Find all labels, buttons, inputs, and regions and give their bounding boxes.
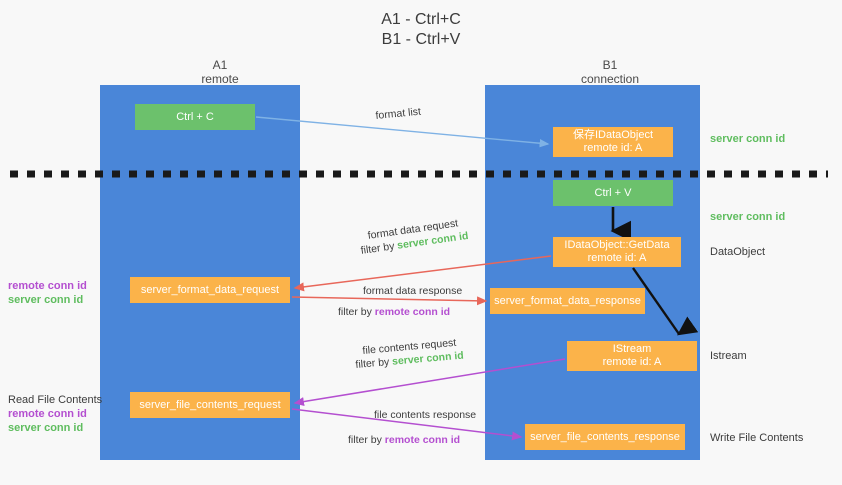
flow-label-format-data-response-filter: filter by remote conn id (338, 306, 450, 319)
column-header-b1: B1 connection (510, 58, 710, 86)
label-group-format-conn-ids: remote conn id server conn id (8, 279, 87, 307)
flow-fcresp-filter-value: remote conn id (384, 434, 461, 446)
flow-fcresp-filter-prefix: filter by (348, 434, 385, 446)
column-b1-role: connection (580, 72, 640, 86)
node-ctrl-c-label: Ctrl + C (176, 110, 214, 123)
column-b1-name: B1 (602, 58, 618, 72)
column-a1-role: remote (201, 72, 239, 86)
node-server-format-data-request[interactable]: server_format_data_request (130, 277, 290, 303)
flow-fdreq-filter-prefix: filter by (360, 239, 399, 257)
flow-fcreq-filter-prefix: filter by (355, 355, 393, 371)
label-dataobject: DataObject (710, 246, 766, 258)
label-server-conn-id-2: server conn id (8, 422, 84, 434)
node-save-idataobject-line2: remote id: A (583, 142, 643, 154)
title-line-1: A1 - Ctrl+C (381, 11, 461, 28)
node-server-file-contents-response-label: server_file_contents_response (530, 430, 680, 443)
column-header-a1: A1 remote (120, 58, 320, 86)
label-remote-conn-id-1: remote conn id (8, 280, 87, 292)
label-group-file-conn-ids: Read File Contents remote conn id server… (8, 393, 102, 435)
node-save-idataobject[interactable]: 保存IDataObject remote id: A (553, 127, 673, 157)
flow-label-format-data-response: format data response (363, 285, 463, 297)
flow-label-file-contents-response: file contents response (374, 409, 477, 421)
diagram-title: A1 - Ctrl+C B1 - Ctrl+V (0, 10, 842, 50)
node-istream-line2: remote id: A (602, 356, 662, 368)
label-server-conn-id-mid: server conn id (710, 211, 786, 223)
label-read-file-contents: Read File Contents (8, 394, 103, 406)
node-getdata-line1: IDataObject::GetData (564, 239, 670, 251)
node-getdata-line2: remote id: A (587, 252, 647, 264)
node-server-format-data-request-label: server_format_data_request (140, 283, 280, 296)
node-istream-line1: IStream (612, 343, 652, 355)
flow-label-format-list: format list (375, 105, 422, 122)
node-server-file-contents-request-label: server_file_contents_request (139, 398, 281, 411)
label-remote-conn-id-2: remote conn id (8, 408, 87, 420)
node-server-file-contents-request[interactable]: server_file_contents_request (130, 392, 290, 418)
node-save-idataobject-line1: 保存IDataObject (572, 129, 654, 141)
flow-fdresp-filter-prefix: filter by (338, 306, 375, 318)
node-ctrl-v[interactable]: Ctrl + V (553, 180, 673, 206)
node-server-format-data-response[interactable]: server_format_data_response (490, 288, 645, 314)
label-server-conn-id-1: server conn id (8, 294, 84, 306)
node-idataobject-getdata[interactable]: IDataObject::GetData remote id: A (553, 237, 681, 267)
node-istream[interactable]: IStream remote id: A (567, 341, 697, 371)
label-write-file-contents: Write File Contents (710, 432, 804, 444)
label-server-conn-id-top: server conn id (710, 133, 786, 145)
node-server-format-data-response-label: server_format_data_response (494, 294, 641, 307)
title-line-2: B1 - Ctrl+V (381, 31, 461, 48)
label-istream: Istream (710, 350, 747, 362)
node-server-file-contents-response[interactable]: server_file_contents_response (525, 424, 685, 450)
column-a1-name: A1 (212, 58, 228, 72)
flow-label-file-contents-response-filter: filter by remote conn id (348, 434, 460, 447)
node-ctrl-v-label: Ctrl + V (594, 186, 632, 199)
node-ctrl-c[interactable]: Ctrl + C (135, 104, 255, 130)
flow-fdresp-filter-value: remote conn id (374, 306, 451, 318)
